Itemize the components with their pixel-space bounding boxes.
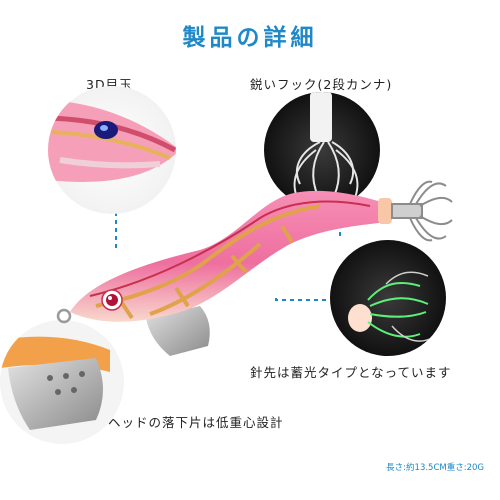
dimensions-text: 長さ:約13.5CM重さ:20G (386, 463, 484, 473)
lure-sinker (146, 306, 210, 356)
sinker-closeup-circle (0, 320, 124, 444)
line-eye-ring (56, 308, 72, 324)
label-sharp-hook: 鋭いフック(2段カンナ) (250, 77, 393, 92)
label-low-center-sinker: ヘッドの落下片は低重心設計 (108, 415, 284, 430)
glow-closeup-circle (330, 240, 446, 356)
hook-closeup-circle (264, 92, 380, 208)
label-glow-tip: 針先は蓄光タイプとなっています (250, 365, 452, 380)
squid-jig-lure (56, 180, 453, 356)
lure-hook-assembly (391, 180, 453, 242)
lure-tail-collar (378, 198, 392, 224)
eye-closeup-circle (48, 86, 176, 214)
page-title: 製品の詳細 (182, 25, 318, 51)
connector-glow (275, 298, 328, 301)
